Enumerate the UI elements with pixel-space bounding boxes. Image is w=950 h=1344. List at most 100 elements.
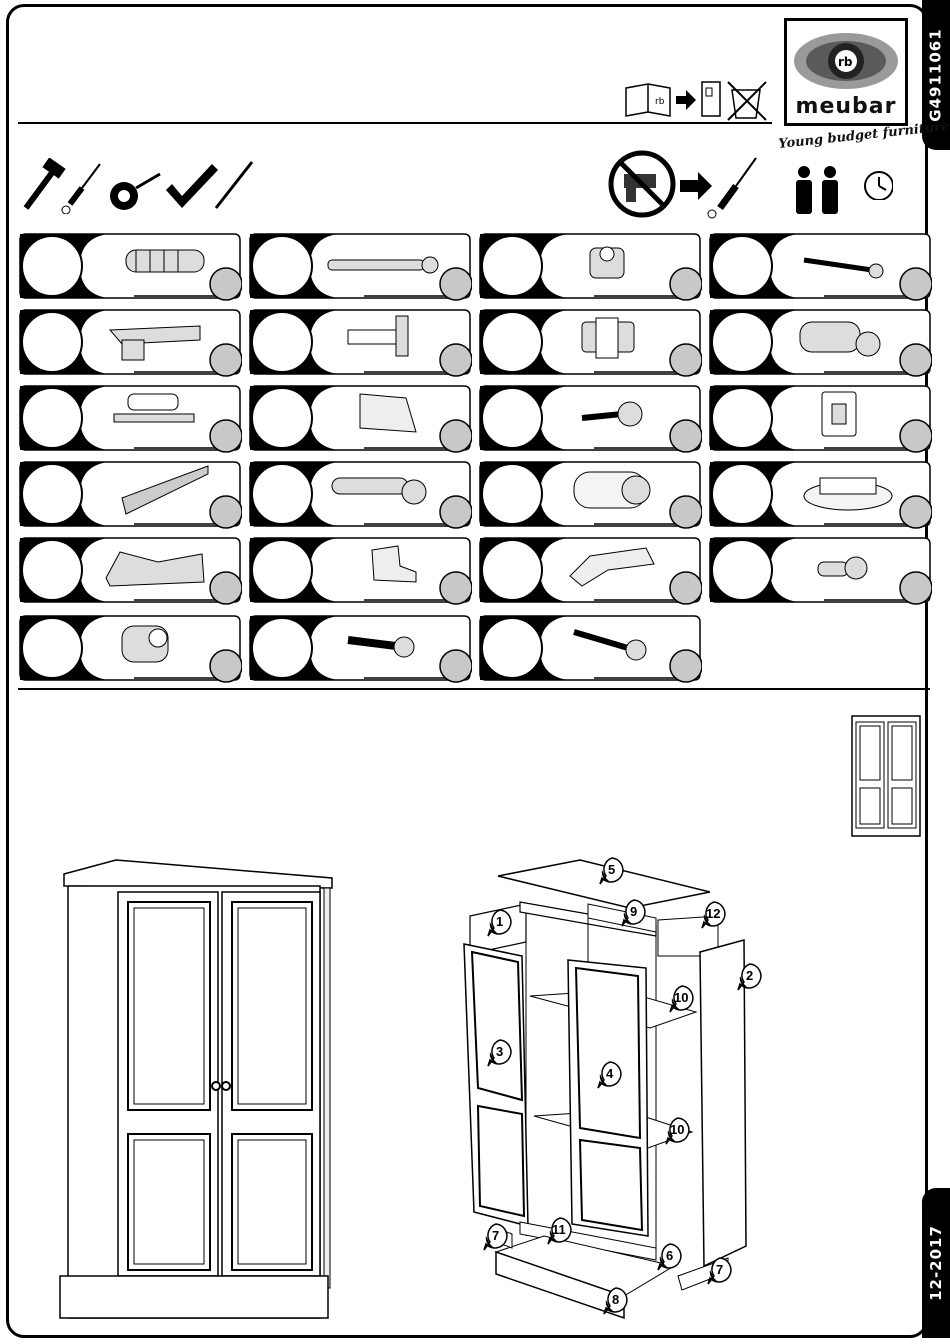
binder-icon (702, 82, 720, 116)
part-tile-frame (18, 308, 242, 378)
part-hook-bracket (478, 536, 700, 604)
part-tile-frame (248, 384, 472, 454)
part-tile-frame (248, 232, 472, 302)
callout-2: 2 (736, 962, 766, 997)
callout-number: 6 (666, 1248, 673, 1263)
callout-number: 1 (496, 914, 503, 929)
callout-9: 9 (620, 898, 650, 933)
part-expansion-dowel (708, 308, 930, 376)
screwdriver-icon (62, 164, 100, 214)
part-cap-cover (708, 460, 930, 528)
brand-logo: rb meubar (784, 18, 908, 126)
part-tile-frame (708, 308, 932, 378)
part-plastic-sleeve (478, 460, 700, 528)
tools-row (20, 158, 260, 214)
no-power-drill-icon (611, 153, 673, 215)
part-tile-frame (18, 614, 242, 684)
part-tile-frame (708, 232, 932, 302)
arrow-right-icon (676, 90, 696, 110)
callout-number: 11 (552, 1222, 566, 1237)
wardrobe-thumbnail (850, 714, 922, 840)
part-wooden-dowel (18, 232, 240, 300)
part-connector-bracket (18, 308, 240, 376)
part-tile-frame (248, 614, 472, 684)
callout-number: 7 (716, 1262, 723, 1277)
part-short-screw (478, 384, 700, 452)
callout-6: 6 (656, 1242, 686, 1277)
part-shelf-support (248, 536, 470, 604)
tape-measure-icon (110, 174, 160, 210)
callout-10: 10 (664, 1116, 694, 1151)
hammer-icon (26, 158, 66, 208)
requirements-row (608, 150, 858, 220)
part-tile-frame (18, 460, 242, 530)
manual-book-icon: rb (626, 84, 670, 116)
square-ruler-icon (166, 164, 218, 208)
callout-number: 5 (608, 862, 615, 877)
header-divider (18, 122, 772, 124)
callout-number: 9 (630, 904, 637, 919)
two-persons-icon (796, 166, 838, 214)
part-shelf-clip (248, 384, 470, 452)
part-tile-frame (478, 308, 702, 378)
callout-12: 12 (700, 900, 730, 935)
callout-number: 7 (492, 1228, 499, 1243)
part-tile-frame (18, 232, 242, 302)
part-cam-fitting (18, 614, 240, 682)
callout-10: 10 (668, 984, 698, 1019)
part-machine-screw (478, 614, 700, 682)
callout-number: 10 (674, 990, 688, 1005)
svg-text:rb: rb (838, 55, 853, 69)
part-hinge-mounting-plate (248, 308, 470, 376)
part-tile-frame (248, 536, 472, 606)
callout-7: 7 (482, 1222, 512, 1257)
part-tile-frame (478, 460, 702, 530)
callout-7: 7 (706, 1256, 736, 1291)
part-tile-frame (248, 460, 472, 530)
callout-4: 4 (596, 1060, 626, 1095)
part-hinge-plate (478, 308, 700, 376)
part-tile-frame (18, 536, 242, 606)
part-cam-lock (478, 232, 700, 300)
part-tile-frame (248, 308, 472, 378)
part-corner-bracket (18, 536, 240, 604)
arrow-right-icon (680, 172, 712, 200)
part-tile-frame (478, 232, 702, 302)
callout-number: 3 (496, 1044, 503, 1059)
callout-11: 11 (546, 1216, 576, 1251)
part-tile-frame (708, 460, 932, 530)
brand-name: meubar (787, 94, 905, 119)
callout-5: 5 (598, 856, 628, 891)
callout-number: 10 (670, 1122, 684, 1137)
part-long-cam-bolt (248, 460, 470, 528)
assembled-wardrobe-drawing (56, 856, 342, 1324)
svg-text:rb: rb (655, 97, 665, 107)
callout-number: 8 (612, 1292, 619, 1307)
part-flat-head-screw (248, 614, 470, 682)
part-small-screw (708, 536, 930, 604)
screwdriver-icon (708, 158, 756, 218)
pencil-icon (216, 162, 252, 208)
date-code: 12-2017 (927, 1225, 945, 1301)
callout-number: 2 (746, 968, 753, 983)
callout-8: 8 (602, 1286, 632, 1321)
part-wood-wedge (18, 460, 240, 528)
callout-number: 4 (606, 1066, 613, 1081)
callout-3: 3 (486, 1038, 516, 1073)
clock-icon (863, 170, 893, 200)
part-lock-plate (708, 384, 930, 452)
eye-icon: rb (787, 25, 905, 99)
callout-number: 12 (706, 906, 720, 921)
part-tile-frame (478, 384, 702, 454)
part-tile-frame (708, 384, 932, 454)
date-code-tab: 12-2017 (922, 1188, 950, 1338)
part-cam-bolt (248, 232, 470, 300)
read-instructions-icons: rb (622, 78, 772, 122)
part-clamp-connector (18, 384, 240, 452)
callout-1: 1 (486, 908, 516, 943)
parts-divider (18, 688, 930, 690)
part-tile-frame (478, 536, 702, 606)
part-wood-screw (708, 232, 930, 300)
part-tile-frame (478, 614, 702, 684)
part-tile-frame (708, 536, 932, 606)
